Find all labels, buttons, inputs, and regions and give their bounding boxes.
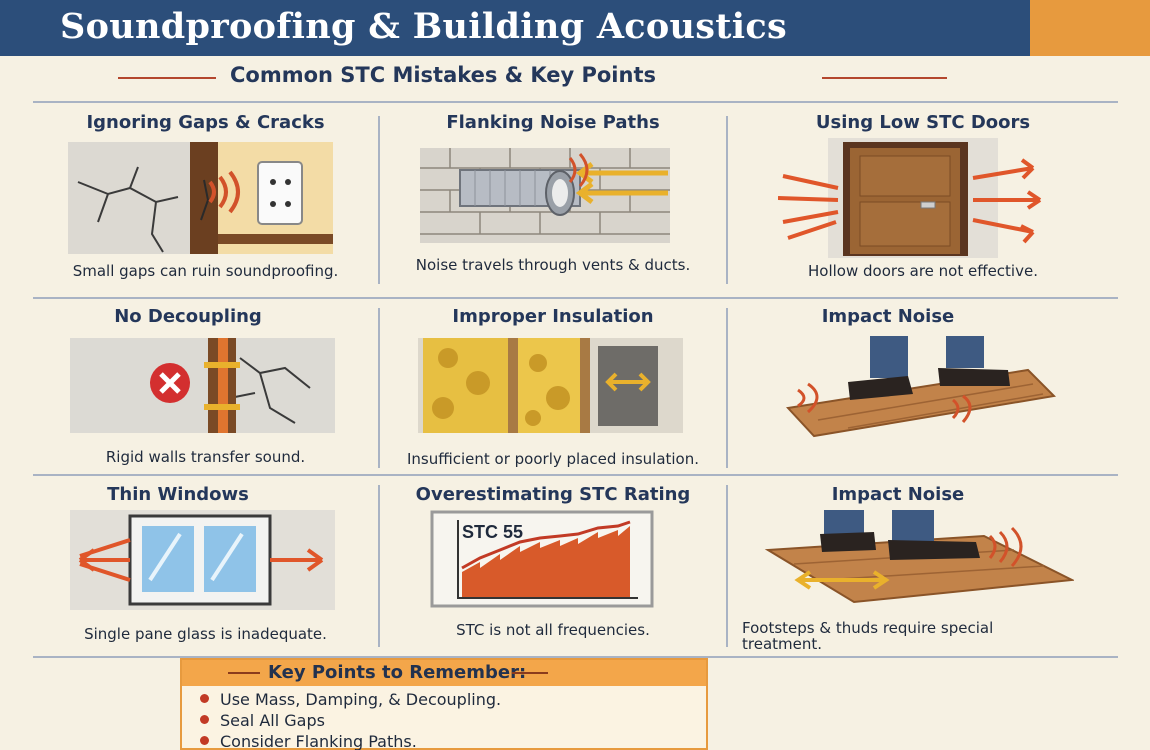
key-point-text: Use Mass, Damping, & Decoupling. (220, 690, 502, 709)
key-points-heading: Key Points to Remember: (268, 662, 527, 683)
key-points-panel: Key Points to Remember: Use Mass, Dampin… (180, 658, 708, 750)
cell-caption-windows: Single pane glass is inadequate. (84, 625, 327, 643)
footsteps-floorboards-illustration (764, 510, 1074, 604)
section-subtitle: Common STC Mistakes & Key Points (230, 63, 656, 87)
insulation-wall-cavity-illustration (418, 338, 683, 433)
key-points-header: Key Points to Remember: (182, 660, 706, 686)
grid-col-divider (726, 116, 728, 284)
key-point-text: Seal All Gaps (220, 711, 325, 730)
key-points-left-rule (228, 672, 260, 674)
footsteps-on-floor-illustration (785, 336, 1056, 438)
stc-chart-illustration: STC 55 (430, 510, 654, 608)
key-point-item: Use Mass, Damping, & Decoupling. (200, 690, 502, 709)
subtitle-right-rule (822, 77, 947, 79)
grid-divider-top (33, 101, 1118, 103)
key-points-right-rule (512, 672, 548, 674)
subtitle-left-rule (118, 77, 216, 79)
cell-caption-insulation: Insufficient or poorly placed insulation… (406, 450, 700, 468)
cell-title-flanking: Flanking Noise Paths (446, 112, 660, 133)
cell-caption-impact-2: Footsteps & thuds require special treatm… (742, 619, 994, 653)
cell-title-overestimating: Overestimating STC Rating (415, 484, 691, 505)
door-with-sound-arrows-illustration (778, 138, 1042, 258)
header-bar (0, 0, 1030, 56)
cell-caption-overestimating: STC is not all frequencies. (456, 621, 650, 639)
cell-caption-gaps: Small gaps can ruin soundproofing. (72, 262, 339, 280)
cell-title-decoupling: No Decoupling (114, 306, 262, 327)
key-point-text: Consider Flanking Paths. (220, 732, 417, 750)
grid-divider-row2 (33, 474, 1118, 476)
grid-col-divider (378, 485, 380, 647)
cell-title-impact: Impact Noise (821, 306, 955, 327)
cell-title-impact-2: Impact Noise (831, 484, 965, 505)
cell-caption-doors: Hollow doors are not effective. (808, 262, 1038, 280)
bullet-icon (200, 736, 209, 745)
key-point-item: Consider Flanking Paths. (200, 732, 417, 750)
duct-through-wall-illustration (420, 148, 670, 243)
grid-col-divider (378, 116, 380, 284)
grid-col-divider (378, 308, 380, 468)
cell-title-gaps: Ignoring Gaps & Cracks (86, 112, 325, 133)
section-subtitle-bar: Common STC Mistakes & Key Points (0, 60, 1150, 92)
key-point-item: Seal All Gaps (200, 711, 325, 730)
cell-caption-flanking: Noise travels through vents & ducts. (415, 256, 691, 274)
stc-chart-label: STC 55 (462, 522, 523, 542)
grid-col-divider (726, 308, 728, 468)
cell-title-windows: Thin Windows (107, 484, 249, 505)
grid-col-divider (726, 485, 728, 647)
bullet-icon (200, 694, 209, 703)
grid-divider-row1 (33, 297, 1118, 299)
cracked-wall-outlet-illustration (68, 142, 333, 254)
bullet-icon (200, 715, 209, 724)
grid-divider-bottom (33, 656, 1118, 658)
rigid-wall-stud-illustration (70, 338, 335, 433)
cell-title-insulation: Improper Insulation (452, 306, 654, 327)
cell-caption-decoupling: Rigid walls transfer sound. (105, 448, 306, 466)
cell-title-doors: Using Low STC Doors (815, 112, 1031, 133)
header-accent-block (1030, 0, 1150, 56)
window-sound-arrows-illustration (70, 510, 335, 610)
page-title: Soundproofing & Building Acoustics (60, 6, 787, 47)
